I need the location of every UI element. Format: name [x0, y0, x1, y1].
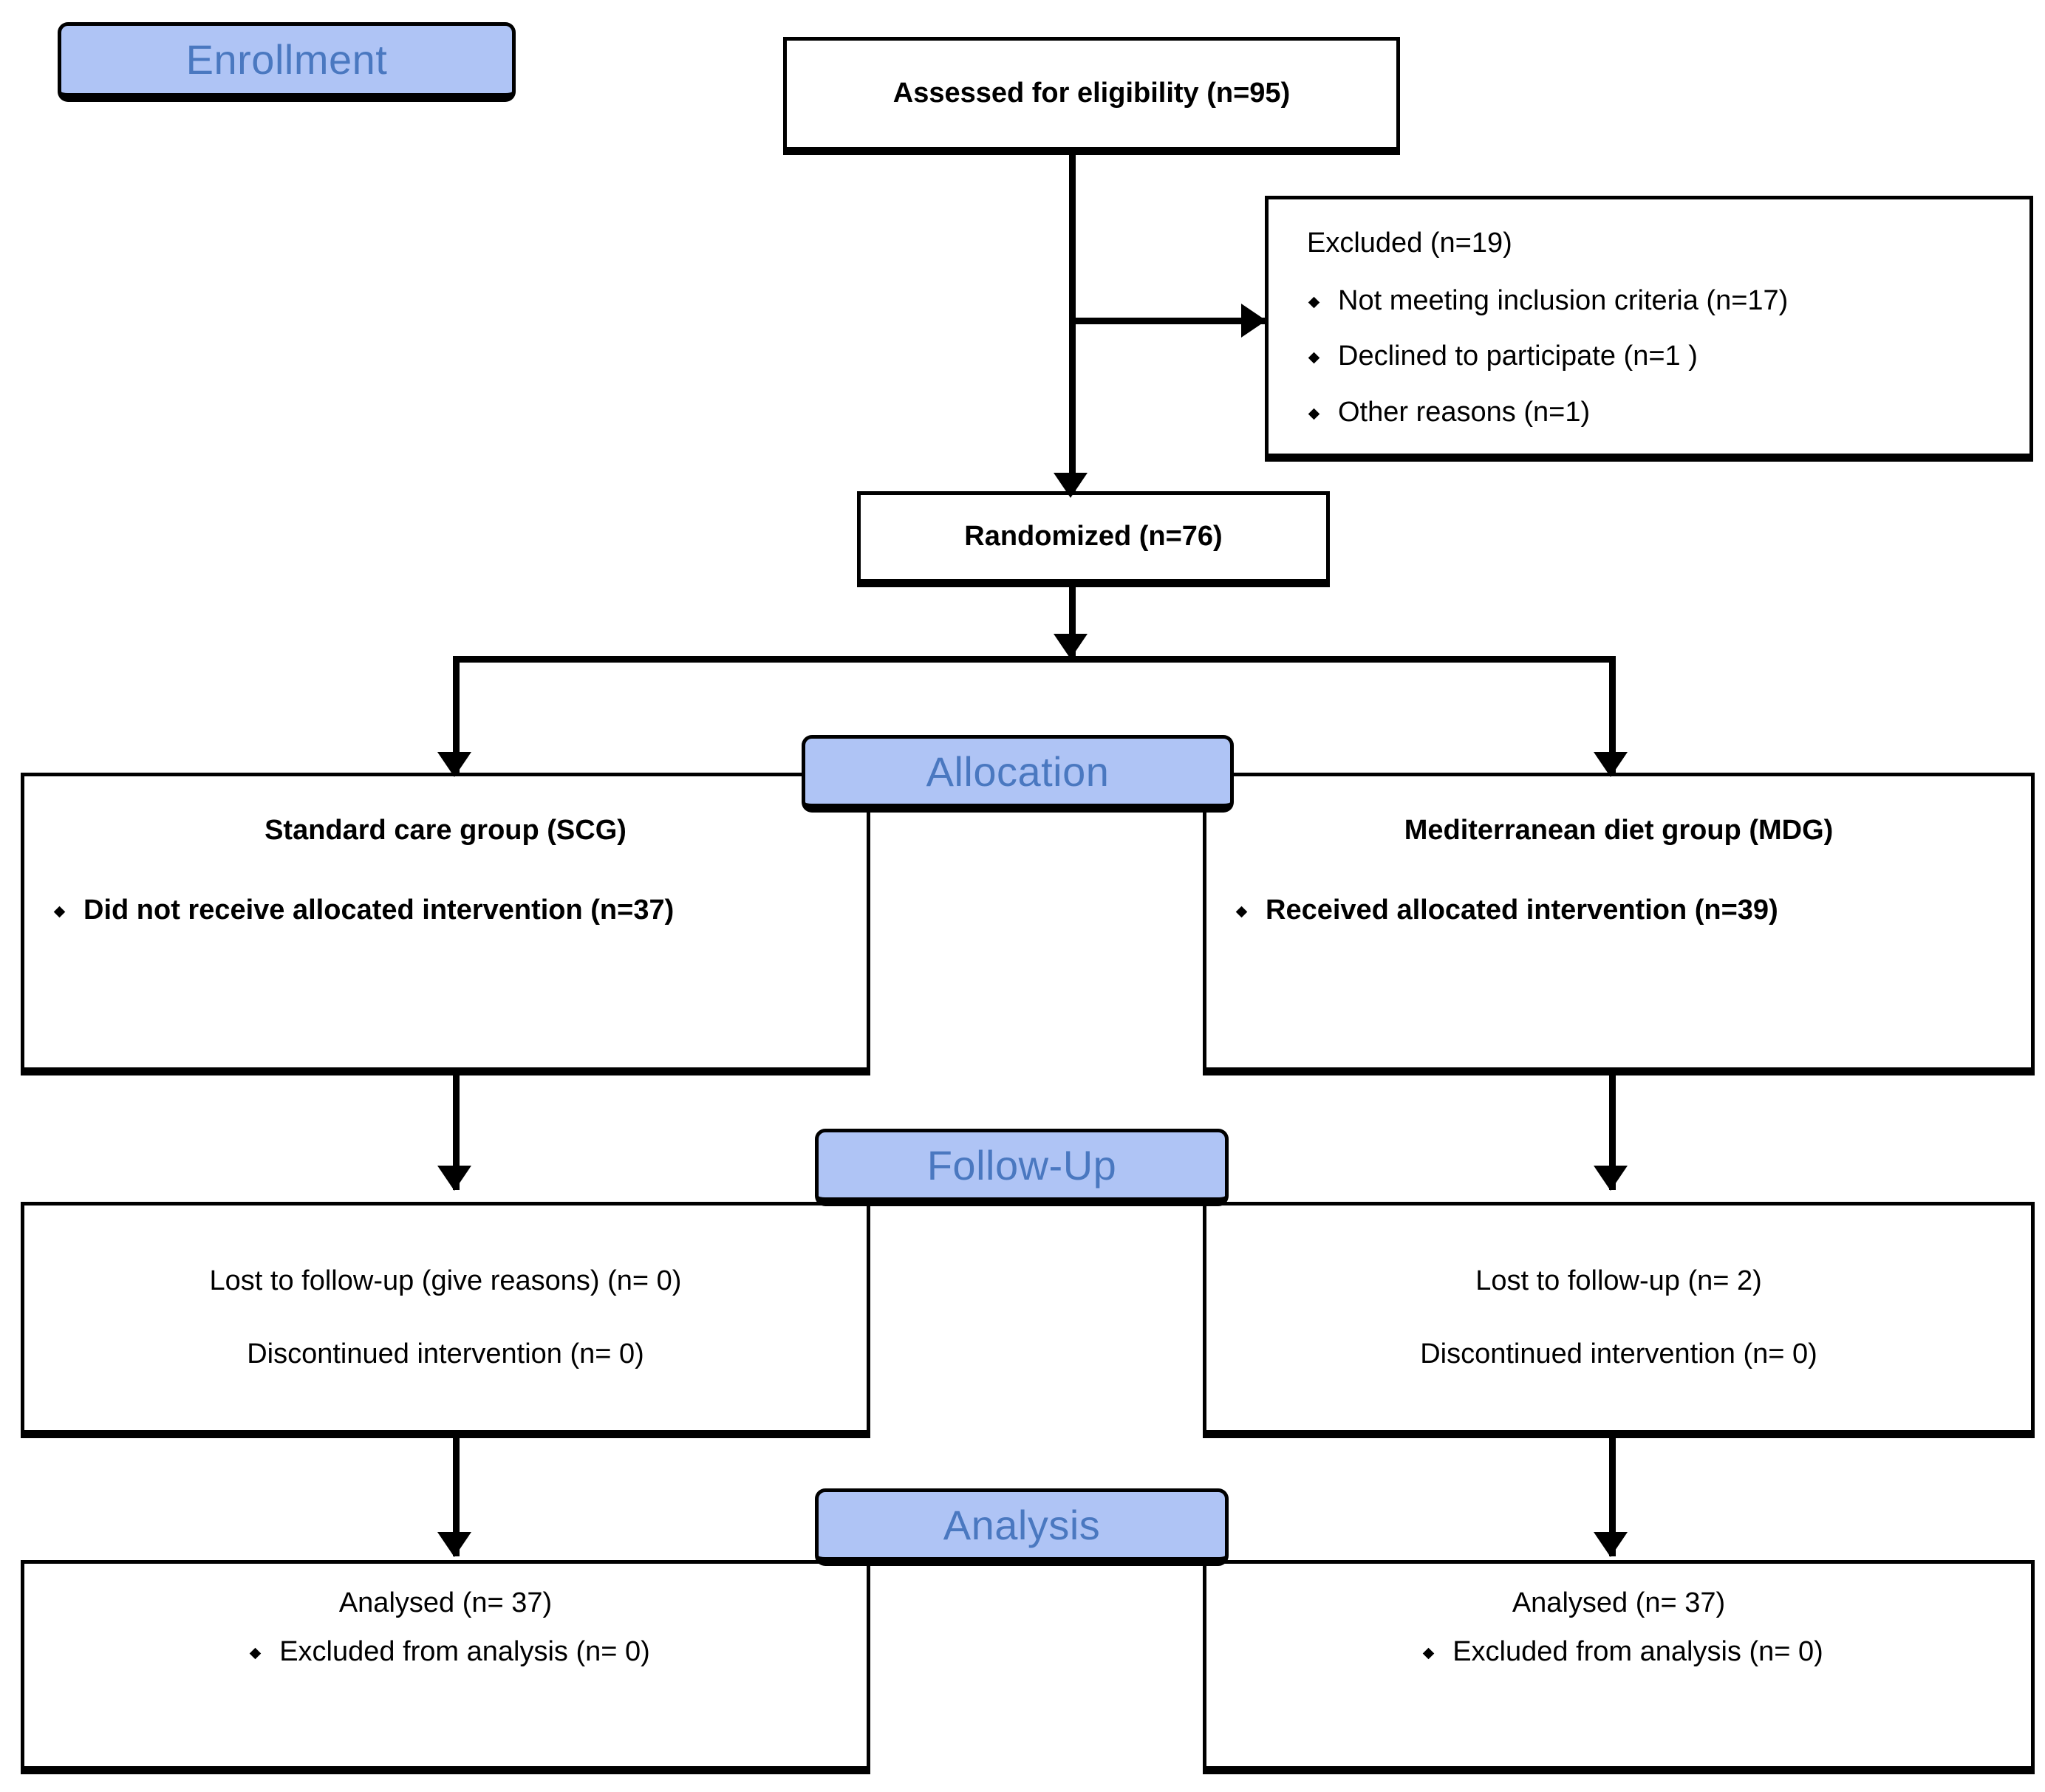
scg-items-list: Did not receive allocated intervention (… — [24, 893, 867, 929]
analysis-mdg-items-list: Excluded from analysis (n= 0) — [1414, 1635, 1823, 1670]
stage-badge-enrollment: Enrollment — [58, 22, 516, 102]
connector-scg-to-followup — [453, 1075, 460, 1190]
arrowhead-to-scg — [437, 752, 471, 777]
analysis-scg-heading: Analysed (n= 37) — [338, 1587, 553, 1618]
stage-badge-allocation: Allocation — [802, 735, 1234, 813]
scg-title: Standard care group (SCG) — [264, 815, 627, 846]
list-item: Not meeting inclusion criteria (n=17) — [1300, 284, 2029, 319]
connector-followup-mdg-to-analysis — [1609, 1438, 1616, 1556]
mdg-title: Mediterranean diet group (MDG) — [1404, 815, 1834, 846]
analysis-mdg-heading: Analysed (n= 37) — [1512, 1587, 1726, 1618]
analysis-scg-items-list: Excluded from analysis (n= 0) — [241, 1635, 650, 1670]
excluded-reasons-list: Not meeting inclusion criteria (n=17) De… — [1269, 284, 2029, 431]
followup-mdg-line-2: Discontinued intervention (n= 0) — [1420, 1338, 1817, 1369]
stage-badge-analysis: Analysis — [815, 1488, 1229, 1566]
arrowhead-scg-analysis — [437, 1532, 471, 1557]
arrowhead-to-mdg — [1594, 752, 1628, 777]
followup-scg-line-2: Discontinued intervention (n= 0) — [247, 1338, 644, 1369]
list-item: Excluded from analysis (n= 0) — [1414, 1635, 1823, 1670]
list-item: Received allocated intervention (n=39) — [1227, 893, 2031, 929]
node-allocation-mdg: Mediterranean diet group (MDG) Received … — [1203, 773, 2035, 1075]
node-excluded: Excluded (n=19) Not meeting inclusion cr… — [1265, 196, 2033, 462]
connector-randomized-down — [1069, 587, 1076, 657]
followup-mdg-line-1: Lost to follow-up (n= 2) — [1475, 1265, 1762, 1296]
connector-split-bar — [453, 656, 1616, 663]
node-allocation-scg: Standard care group (SCG) Did not receiv… — [21, 773, 870, 1075]
node-followup-scg: Lost to follow-up (give reasons) (n= 0) … — [21, 1202, 870, 1438]
arrowhead-to-excluded — [1241, 304, 1266, 338]
randomized-text: Randomized (n=76) — [964, 521, 1223, 553]
arrowhead-randomized-split — [1054, 634, 1088, 659]
list-item: Declined to participate (n=1 ) — [1300, 339, 2029, 375]
arrowhead-mdg-analysis — [1594, 1532, 1628, 1557]
connector-mdg-to-followup — [1609, 1075, 1616, 1190]
connector-split-right-leg — [1609, 656, 1616, 774]
connector-followup-scg-to-analysis — [453, 1438, 460, 1556]
node-analysis-mdg: Analysed (n= 37) Excluded from analysis … — [1203, 1560, 2035, 1774]
stage-label-allocation: Allocation — [926, 748, 1110, 795]
list-item: Did not receive allocated intervention (… — [45, 893, 867, 929]
stage-label-enrollment: Enrollment — [185, 36, 388, 83]
stage-label-analysis: Analysis — [943, 1501, 1101, 1548]
connector-split-left-leg — [453, 656, 460, 774]
assessed-text: Assessed for eligibility (n=95) — [892, 78, 1291, 109]
node-assessed-for-eligibility: Assessed for eligibility (n=95) — [783, 37, 1400, 155]
stage-label-followup: Follow-Up — [926, 1141, 1117, 1189]
arrowhead-to-randomized — [1054, 473, 1088, 498]
node-randomized: Randomized (n=76) — [857, 491, 1330, 587]
followup-scg-line-1: Lost to follow-up (give reasons) (n= 0) — [209, 1265, 682, 1296]
arrowhead-scg-followup — [437, 1166, 471, 1191]
node-followup-mdg: Lost to follow-up (n= 2) Discontinued in… — [1203, 1202, 2035, 1438]
list-item: Other reasons (n=1) — [1300, 395, 2029, 431]
excluded-heading: Excluded (n=19) — [1307, 228, 1512, 259]
arrowhead-mdg-followup — [1594, 1166, 1628, 1191]
node-analysis-scg: Analysed (n= 37) Excluded from analysis … — [21, 1560, 870, 1774]
connector-to-excluded — [1069, 318, 1265, 324]
list-item: Excluded from analysis (n= 0) — [241, 1635, 650, 1670]
mdg-items-list: Received allocated intervention (n=39) — [1206, 893, 2031, 929]
stage-badge-followup: Follow-Up — [815, 1129, 1229, 1206]
